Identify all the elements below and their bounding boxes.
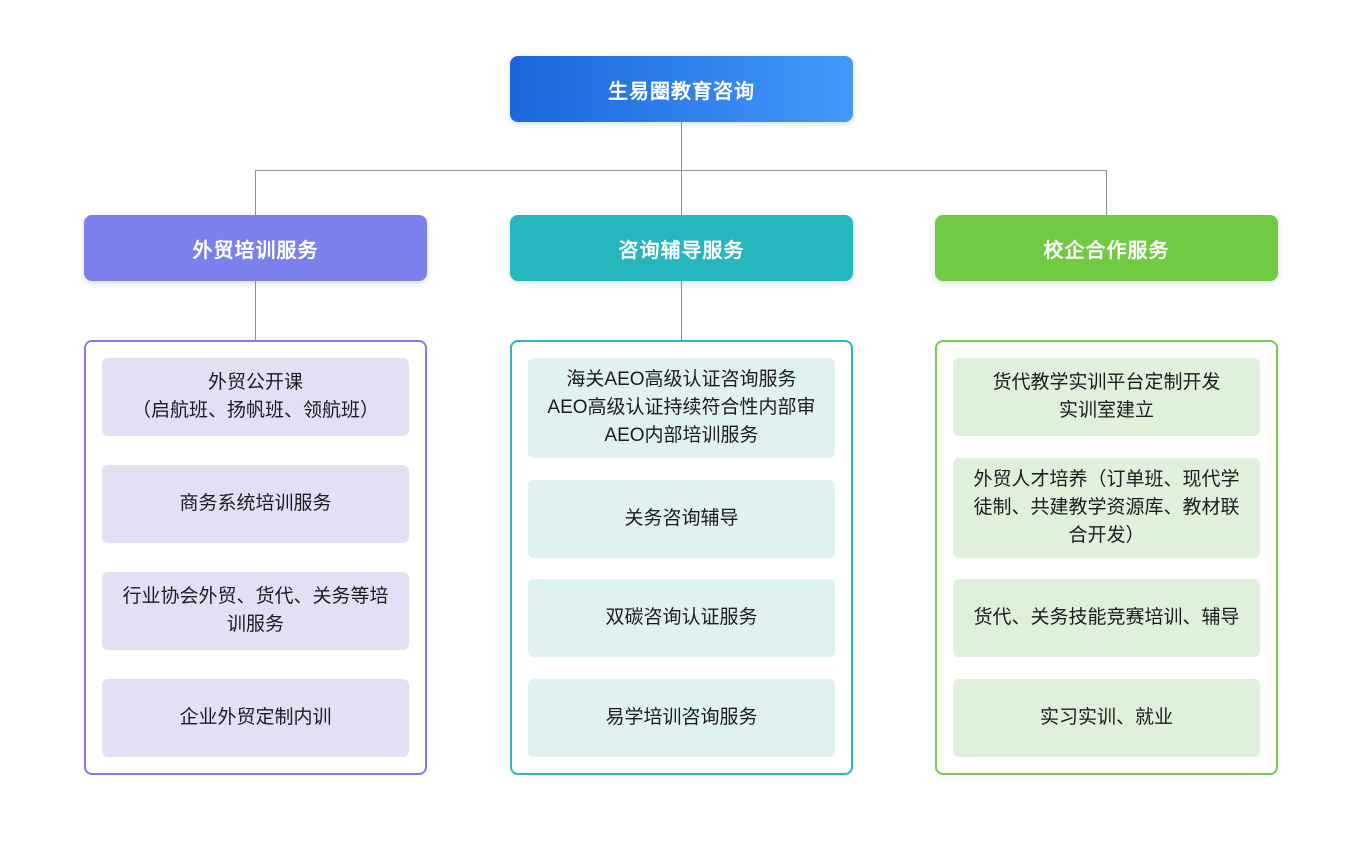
connector-drop-left: [255, 170, 256, 215]
connector-left-header-to-panel: [255, 281, 256, 340]
root-node: 生易圈教育咨询: [510, 56, 853, 122]
header-consulting-coaching: 咨询辅导服务: [510, 215, 853, 281]
panel-consulting-coaching: 海关AEO高级认证咨询服务 AEO高级认证持续符合性内部审 AEO内部培训服务 …: [510, 340, 853, 775]
header-foreign-trade-training-label: 外贸培训服务: [192, 239, 319, 262]
service-item: 易学培训咨询服务: [528, 678, 835, 757]
service-item: 外贸公开课 （启航班、扬帆班、领航班）: [102, 358, 409, 436]
service-item: 实习实训、就业: [953, 678, 1260, 757]
service-item: 商务系统培训服务: [102, 465, 409, 543]
panel-school-enterprise-cooperation: 货代教学实训平台定制开发 实训室建立 外贸人才培养（订单班、现代学徒制、共建教学…: [935, 340, 1278, 775]
header-school-enterprise-cooperation-label: 校企合作服务: [1043, 239, 1170, 262]
connector-middle-header-to-panel: [681, 281, 682, 340]
panel-foreign-trade-training: 外贸公开课 （启航班、扬帆班、领航班） 商务系统培训服务 行业协会外贸、货代、关…: [84, 340, 427, 775]
header-foreign-trade-training: 外贸培训服务: [84, 215, 427, 281]
service-item: 双碳咨询认证服务: [528, 579, 835, 658]
service-item: 关务咨询辅导: [528, 479, 835, 558]
service-item: 外贸人才培养（订单班、现代学徒制、共建教学资源库、教材联合开发）: [953, 457, 1260, 558]
connector-root-stem: [681, 122, 682, 170]
service-item: 货代、关务技能竞赛培训、辅导: [953, 579, 1260, 658]
connector-drop-right: [1106, 170, 1107, 215]
service-item: 货代教学实训平台定制开发 实训室建立: [953, 358, 1260, 436]
service-item: 行业协会外贸、货代、关务等培训服务: [102, 572, 409, 650]
header-consulting-coaching-label: 咨询辅导服务: [618, 239, 745, 262]
header-school-enterprise-cooperation: 校企合作服务: [935, 215, 1278, 281]
connector-drop-middle: [681, 170, 682, 215]
service-item: 企业外贸定制内训: [102, 679, 409, 757]
root-node-label: 生易圈教育咨询: [608, 80, 755, 103]
service-item: 海关AEO高级认证咨询服务 AEO高级认证持续符合性内部审 AEO内部培训服务: [528, 358, 835, 458]
